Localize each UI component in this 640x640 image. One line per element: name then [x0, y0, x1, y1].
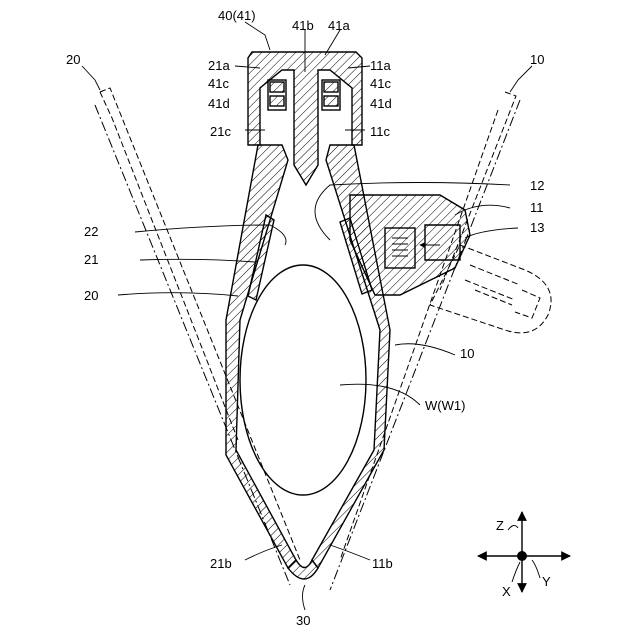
- left-arm-21: [226, 145, 296, 568]
- label-20-top: 20: [66, 52, 80, 67]
- axis-x: X: [502, 584, 511, 599]
- coordinate-axes: Z X Y: [478, 512, 570, 599]
- label-13: 13: [530, 220, 544, 235]
- label-21c: 21c: [210, 124, 231, 139]
- workpiece-ellipse: [240, 265, 366, 495]
- label-21b: 21b: [210, 556, 232, 571]
- label-41c-right: 41c: [370, 76, 391, 91]
- label-w-w1: W(W1): [425, 398, 465, 413]
- label-12: 12: [530, 178, 544, 193]
- label-41d-left: 41d: [208, 96, 230, 111]
- label-41b: 41b: [292, 18, 314, 33]
- label-11c: 11c: [370, 124, 390, 139]
- label-21a: 21a: [208, 58, 230, 73]
- label-41c-left: 41c: [208, 76, 229, 91]
- axis-y: Y: [542, 574, 551, 589]
- x-axis-dot-icon: [517, 551, 527, 561]
- label-11: 11: [530, 200, 544, 215]
- label-20-mid: 20: [84, 288, 98, 303]
- label-11b: 11b: [372, 556, 393, 571]
- hinge-30: [288, 560, 318, 579]
- label-10-top: 10: [530, 52, 544, 67]
- label-22: 22: [84, 224, 98, 239]
- label-41d-right: 41d: [370, 96, 392, 111]
- label-41a: 41a: [328, 18, 350, 33]
- actuator-12-13: [350, 195, 470, 295]
- label-40-41: 40(41): [218, 8, 256, 23]
- label-10-mid: 10: [460, 346, 474, 361]
- label-21: 21: [84, 252, 98, 267]
- label-11a: 11a: [370, 58, 391, 73]
- label-30: 30: [296, 613, 310, 628]
- axis-z: Z: [496, 518, 504, 533]
